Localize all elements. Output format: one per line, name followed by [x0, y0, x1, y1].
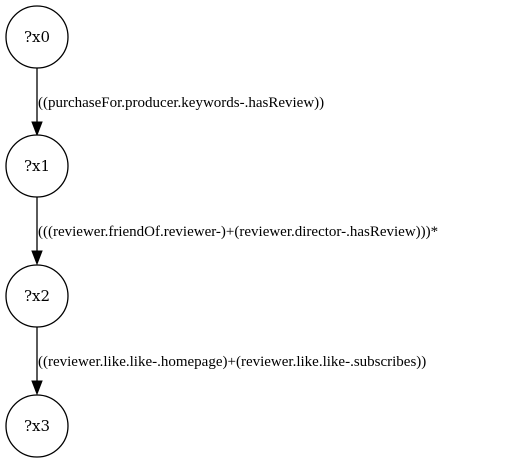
- node-x0-label: ?x0: [24, 28, 50, 46]
- node-x3: ?x3: [5, 394, 69, 458]
- node-x2-label: ?x2: [24, 287, 50, 305]
- node-x3-circle: [5, 394, 69, 458]
- edge-x2-x3-arrowhead: [31, 380, 43, 396]
- edge-x0-x1-label: ((purchaseFor.producer.keywords-.hasRevi…: [38, 95, 324, 111]
- node-x0: ?x0: [5, 5, 69, 69]
- edge-x1-x2-label: (((reviewer.friendOf.reviewer-)+(reviewe…: [38, 224, 438, 240]
- node-x1: ?x1: [5, 134, 69, 198]
- node-x1-label: ?x1: [24, 157, 50, 175]
- node-x2: ?x2: [5, 264, 69, 328]
- edge-x2-x3-label: ((reviewer.like.like-.homepage)+(reviewe…: [38, 354, 426, 370]
- edge-x1-x2: (((reviewer.friendOf.reviewer-)+(reviewe…: [31, 197, 438, 266]
- edge-x1-x2-arrowhead: [31, 250, 43, 266]
- edge-x0-x1-arrowhead: [31, 121, 43, 137]
- edge-x2-x3: ((reviewer.like.like-.homepage)+(reviewe…: [31, 327, 426, 396]
- edge-x0-x1: ((purchaseFor.producer.keywords-.hasRevi…: [31, 68, 324, 137]
- node-x3-label: ?x3: [24, 417, 50, 435]
